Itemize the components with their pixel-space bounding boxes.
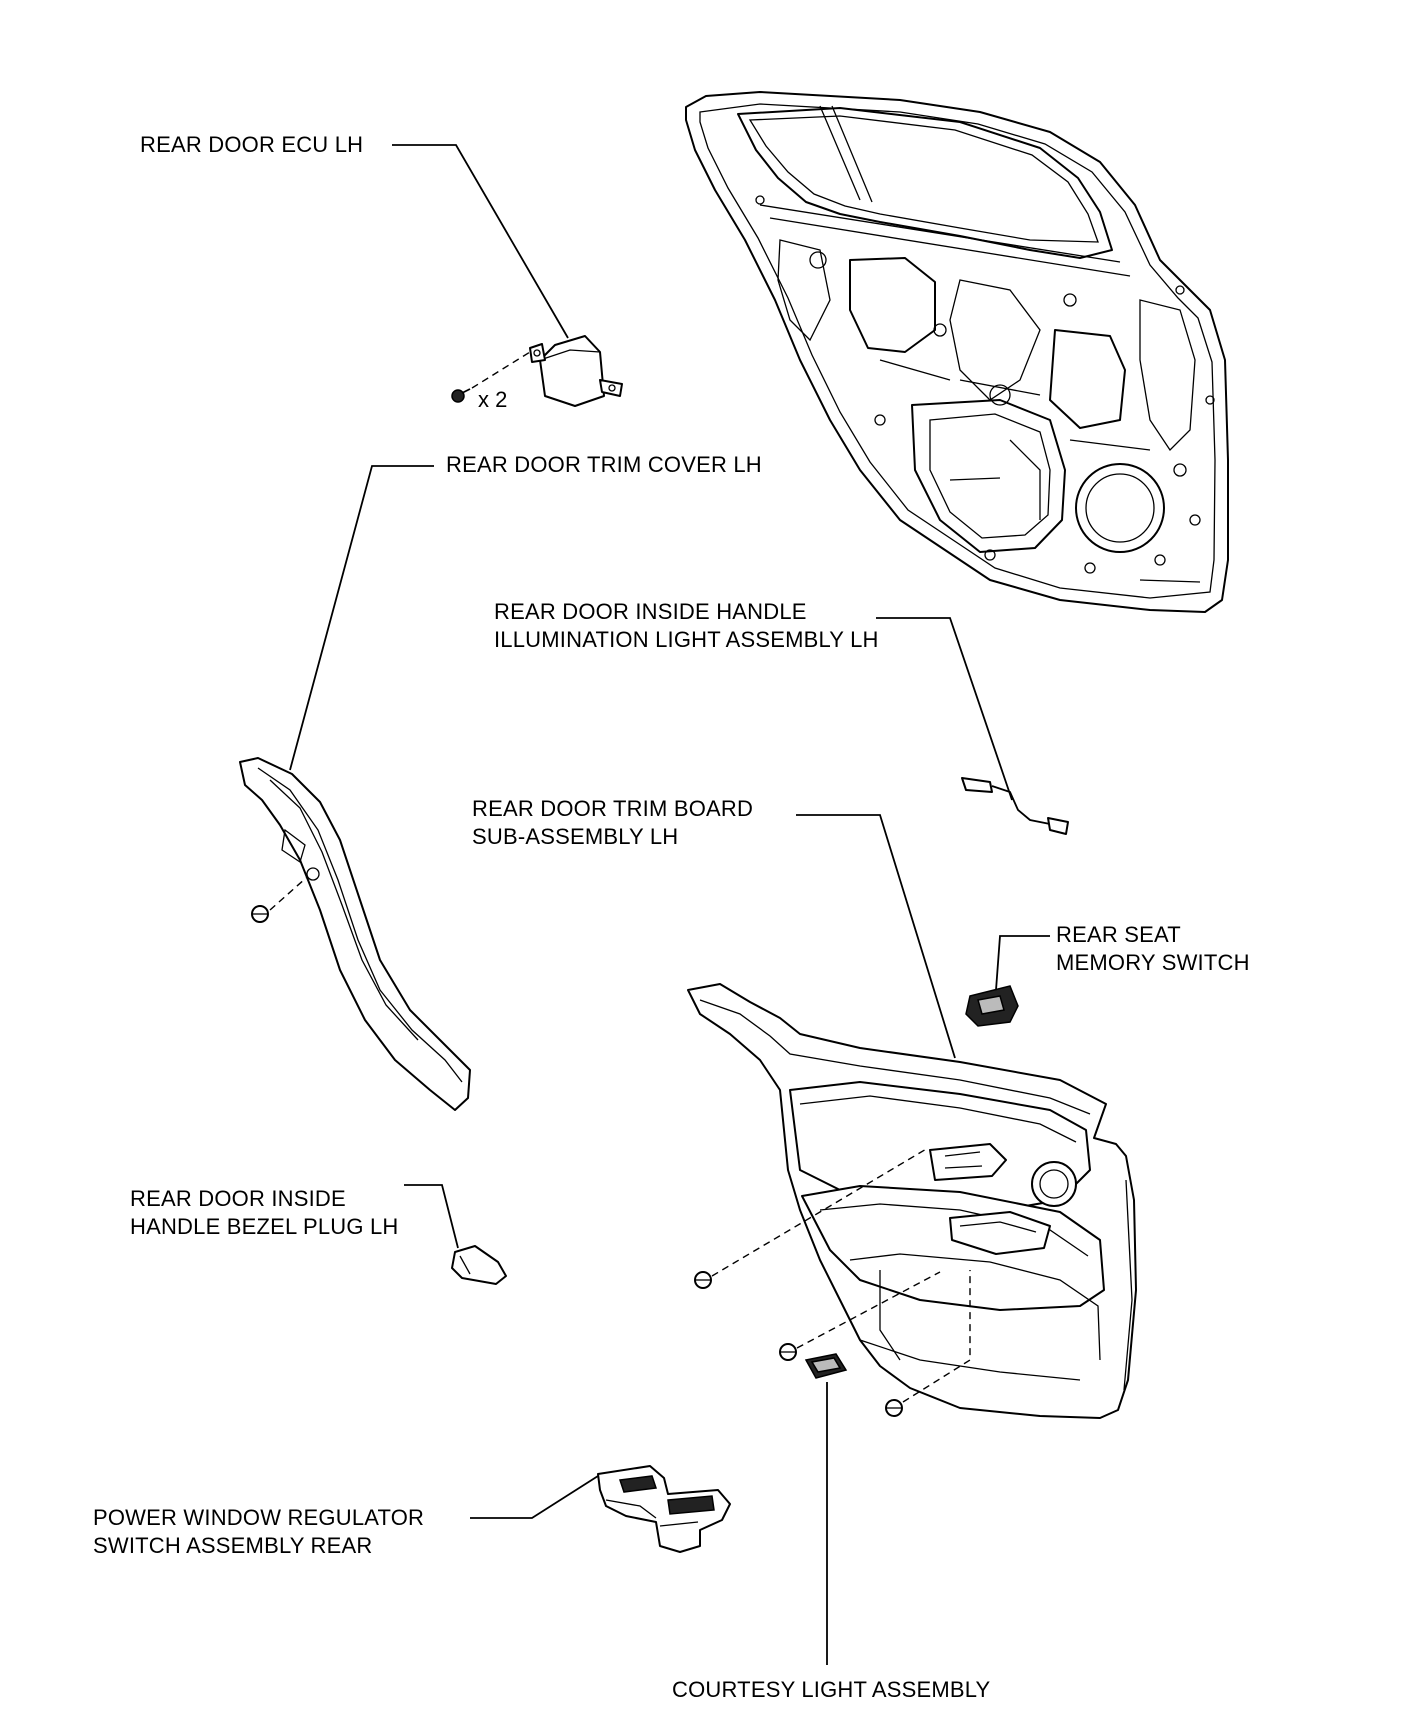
label-courtesy-light-line1: COURTESY LIGHT ASSEMBLY	[672, 1677, 991, 1702]
label-rear-seat-memory-switch-line1: REAR SEAT	[1056, 922, 1181, 947]
label-trim-board: REAR DOOR TRIM BOARD SUB-ASSEMBLY LH	[472, 795, 753, 851]
label-inside-handle-illumination-line1: REAR DOOR INSIDE HANDLE	[494, 599, 807, 624]
label-inside-handle-illumination: REAR DOOR INSIDE HANDLE ILLUMINATION LIG…	[494, 598, 879, 654]
trim-cover-clip-drawing	[251, 905, 269, 923]
label-power-window-switch-line1: POWER WINDOW REGULATOR	[93, 1505, 425, 1530]
label-inside-handle-bezel-plug-line2: HANDLE BEZEL PLUG LH	[130, 1214, 399, 1239]
label-inside-handle-illumination-line2: ILLUMINATION LIGHT ASSEMBLY LH	[494, 627, 879, 652]
memory-switch-drawing	[965, 985, 1019, 1027]
label-rear-door-trim-cover-line1: REAR DOOR TRIM COVER LH	[446, 452, 762, 477]
bezel-plug-drawing	[451, 1245, 507, 1285]
label-power-window-switch-line2: SWITCH ASSEMBLY REAR	[93, 1533, 373, 1558]
label-inside-handle-bezel-plug-line1: REAR DOOR INSIDE	[130, 1186, 346, 1211]
ecu-screw-drawing	[451, 388, 471, 403]
label-trim-board-line1: REAR DOOR TRIM BOARD	[472, 796, 754, 821]
door-panel-drawing	[685, 91, 1229, 613]
trim-board-clip-left-drawing	[694, 1271, 712, 1289]
label-rear-door-ecu: REAR DOOR ECU LH	[140, 131, 363, 159]
trim-cover-drawing	[239, 757, 471, 1111]
rear-door-ecu-drawing	[529, 335, 623, 407]
label-rear-door-trim-cover: REAR DOOR TRIM COVER LH	[446, 451, 762, 479]
label-rear-seat-memory-switch-line2: MEMORY SWITCH	[1056, 950, 1250, 975]
label-screw-quantity: x 2	[478, 387, 508, 412]
label-rear-seat-memory-switch: REAR SEAT MEMORY SWITCH	[1056, 921, 1250, 977]
label-inside-handle-bezel-plug: REAR DOOR INSIDE HANDLE BEZEL PLUG LH	[130, 1185, 399, 1241]
label-rear-door-ecu-line1: REAR DOOR ECU LH	[140, 132, 364, 157]
label-courtesy-light: COURTESY LIGHT ASSEMBLY	[672, 1676, 990, 1704]
illumination-light-drawing	[961, 777, 1069, 835]
trim-board-drawing	[687, 983, 1137, 1419]
label-power-window-switch: POWER WINDOW REGULATOR SWITCH ASSEMBLY R…	[93, 1504, 424, 1560]
label-trim-board-line2: SUB-ASSEMBLY LH	[472, 824, 679, 849]
courtesy-light-drawing	[804, 1353, 848, 1379]
power-window-switch-drawing	[597, 1465, 731, 1553]
trim-board-clip-mid-drawing	[779, 1343, 797, 1361]
trim-board-clip-bottom-drawing	[885, 1399, 903, 1417]
